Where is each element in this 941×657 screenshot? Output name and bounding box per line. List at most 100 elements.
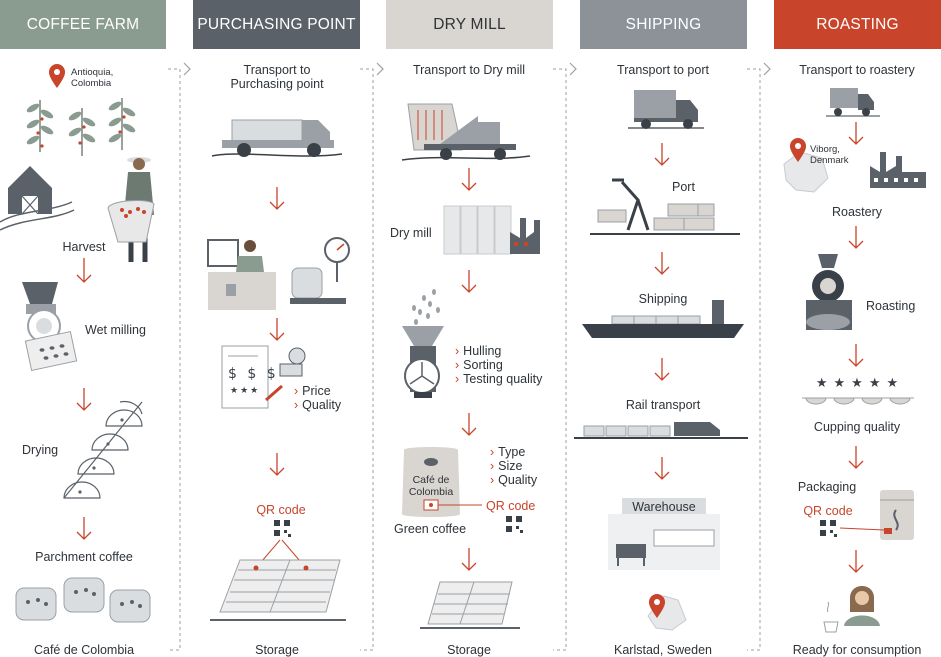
bag-label: Café de Colombia <box>408 474 454 498</box>
drymill-quality-text: Quality <box>498 473 538 487</box>
roastery-factory-icon <box>870 152 926 188</box>
roasting-machine-icon <box>806 254 852 330</box>
barn-icon <box>0 166 75 231</box>
cargo-ship-icon <box>582 300 744 338</box>
roasting-qr-code-icon <box>820 520 837 537</box>
drymill-storage-sacks-icon <box>420 581 520 629</box>
cafe-de-colombia-label: Café de Colombia <box>33 643 135 657</box>
ready-for-consumption-label: Ready for consumption <box>792 643 922 657</box>
purchasing-qr-label: QR code <box>256 503 306 517</box>
warehouse-icon <box>608 498 720 570</box>
testing-text: Testing quality <box>463 372 543 386</box>
farm-location-label: Antioquia, Colombia <box>71 67 114 89</box>
drymill-quality-bullet: ›Quality <box>490 473 537 487</box>
roastery-label: Roastery <box>831 205 883 219</box>
destination-label: Karlstad, Sweden <box>614 643 712 657</box>
port-crane-containers-icon <box>590 178 740 235</box>
purchasing-storage-label: Storage <box>255 643 299 657</box>
cupping-quality-label: Cupping quality <box>813 420 901 434</box>
purchasing-clerk-icon <box>207 239 276 310</box>
denmark-map-pin-icon <box>783 138 829 193</box>
roasting-label: Roasting <box>866 299 916 313</box>
port-label: Port <box>672 180 695 194</box>
type-text: Type <box>498 445 526 459</box>
delivery-truck-icon <box>628 90 704 129</box>
falling-beans-icon <box>412 289 440 325</box>
dry-mill-silos-icon <box>443 205 540 255</box>
rail-transport-label: Rail transport <box>625 398 701 412</box>
header-dry-mill: DRY MILL <box>386 0 553 49</box>
packaging-label: Packaging <box>797 480 857 494</box>
currency-symbols: $ $ $ <box>228 366 279 382</box>
roasting-transport-label: Transport to roastery <box>799 63 915 77</box>
quality-bullet: ›Quality <box>294 398 341 412</box>
flow-arrows <box>76 122 864 573</box>
farmer-with-basket-icon <box>107 157 155 262</box>
storage-sacks-icon <box>210 559 346 621</box>
bullet-marker: › <box>455 358 460 372</box>
woman-with-coffee-icon <box>823 586 880 633</box>
type-bullet: ›Type <box>490 445 525 459</box>
huller-machine-icon <box>402 326 444 398</box>
drymill-transport-label: Transport to Dry mill <box>412 63 526 77</box>
price-receipt-icon <box>221 345 306 409</box>
warehouse-label: Warehouse <box>632 500 696 514</box>
purchasing-qr-code-icon <box>274 520 291 537</box>
coffee-package-icon <box>839 490 914 540</box>
receipt-rating: ★★★ <box>230 386 261 396</box>
bullet-marker: › <box>294 384 299 398</box>
bullet-marker: › <box>455 372 460 386</box>
drying-beds-icon <box>63 400 143 499</box>
weighing-scale-icon <box>290 237 350 304</box>
shipping-label: Shipping <box>638 292 688 306</box>
bullet-marker: › <box>294 398 299 412</box>
size-text: Size <box>498 459 523 473</box>
quality-stars: ★★★★★ <box>815 376 905 391</box>
shipping-transport-label: Transport to port <box>617 63 709 77</box>
quality-text: Quality <box>302 398 342 412</box>
price-text: Price <box>302 384 331 398</box>
roasting-qr-label: QR code <box>803 504 853 518</box>
cupping-bowls-icon <box>802 397 914 405</box>
drying-label: Drying <box>22 443 59 457</box>
header-shipping: SHIPPING <box>580 0 747 49</box>
drymill-qr-label: QR code <box>486 499 536 513</box>
bullet-marker: › <box>455 344 460 358</box>
dry-mill-label: Dry mill <box>390 226 432 240</box>
pickup-truck-icon <box>211 119 343 157</box>
header-coffee-farm: COFFEE FARM <box>0 0 166 49</box>
sorting-bullet: ›Sorting <box>455 358 503 372</box>
green-coffee-bag-icon <box>402 447 482 517</box>
sorting-text: Sorting <box>463 358 503 372</box>
testing-bullet: ›Testing quality <box>455 372 542 386</box>
bullet-marker: › <box>490 473 495 487</box>
parchment-bags-icon <box>15 577 151 623</box>
divider-chevrons <box>183 62 771 76</box>
green-coffee-label: Green coffee <box>393 522 467 536</box>
freight-train-icon <box>574 422 748 439</box>
sweden-map-pin-icon <box>647 594 687 631</box>
wet-milling-machine-icon <box>22 282 78 372</box>
header-purchasing-point: PURCHASING POINT <box>193 0 360 49</box>
drymill-qr-code-icon <box>506 516 523 533</box>
harvest-label: Harvest <box>62 240 106 254</box>
dump-truck-icon <box>401 103 531 161</box>
bullet-marker: › <box>490 459 495 473</box>
bullet-marker: › <box>490 445 495 459</box>
drymill-storage-label: Storage <box>447 643 491 657</box>
purchasing-transport-label: Transport to Purchasing point <box>230 63 324 91</box>
location-pin-icon <box>49 64 65 88</box>
price-bullet: ›Price <box>294 384 331 398</box>
column-dividers <box>168 68 761 651</box>
coffee-plants-icon <box>26 98 136 156</box>
roastery-location-label: Viborg, Denmark <box>810 144 849 166</box>
hulling-bullet: ›Hulling <box>455 344 501 358</box>
header-roasting: ROASTING <box>774 0 941 49</box>
wet-milling-label: Wet milling <box>85 323 146 337</box>
size-bullet: ›Size <box>490 459 523 473</box>
hulling-text: Hulling <box>463 344 502 358</box>
parchment-coffee-label: Parchment coffee <box>35 550 133 564</box>
small-truck-icon <box>826 88 880 117</box>
